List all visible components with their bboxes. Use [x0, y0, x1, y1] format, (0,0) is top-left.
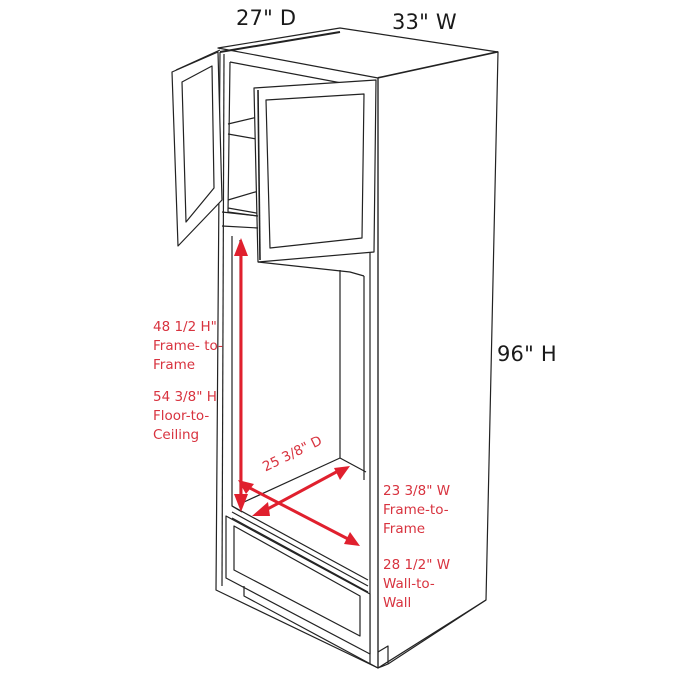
opening-height-frame-line2: Frame	[153, 357, 196, 373]
width-arrow	[245, 484, 351, 542]
opening-width-wall-value: 28 1/2" W	[383, 557, 451, 573]
opening-width-wall-line2: Wall	[383, 595, 412, 611]
opening-height-floor-label: 54 3/8" H Floor-to- Ceiling	[153, 388, 217, 445]
opening-height-floor-line1: Floor-to-	[153, 408, 210, 424]
drawer-front	[225, 515, 371, 655]
cabinet-linework	[171, 27, 499, 669]
arrow-head-down	[234, 494, 248, 512]
opening-width-frame-line2: Frame	[383, 521, 426, 537]
opening-width-wall-label: 28 1/2" W Wall-to- Wall	[383, 556, 450, 613]
depth-arrow	[261, 468, 341, 514]
opening-width-frame-label: 23 3/8" W Frame-to- Frame	[383, 482, 450, 539]
arrow-head-up	[234, 238, 248, 256]
opening-height-frame-label: 48 1/2 H" Frame- to- Frame	[153, 318, 223, 375]
face-frame-left	[215, 51, 379, 669]
opening-height-floor-line2: Ceiling	[153, 427, 200, 443]
opening-height-frame-line1: Frame- to-	[153, 338, 223, 354]
upper-left-door	[171, 51, 223, 247]
opening-height-frame-value: 48 1/2 H"	[153, 319, 217, 335]
opening-width-frame-value: 23 3/8" W	[383, 483, 451, 499]
opening-width-wall-line1: Wall-to-	[383, 576, 435, 592]
dimension-arrows	[234, 238, 360, 546]
opening-height-floor-value: 54 3/8" H	[153, 389, 217, 405]
opening-width-frame-line1: Frame-to-	[383, 502, 449, 518]
overall-width-label: 33" W	[392, 10, 457, 34]
overall-height-label: 96" H	[497, 342, 557, 366]
overall-depth-label: 27" D	[236, 6, 297, 30]
upper-right-door	[253, 79, 377, 263]
